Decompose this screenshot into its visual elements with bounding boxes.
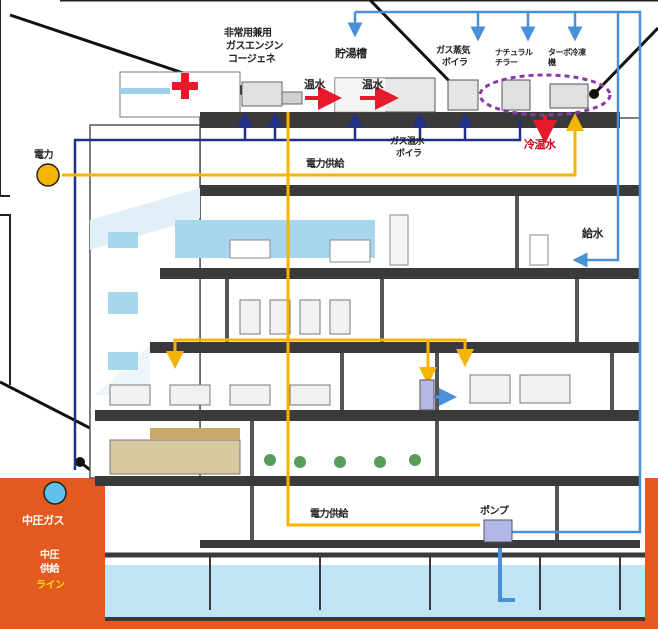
building (89, 71, 641, 548)
power-label: 電力 (34, 150, 54, 161)
hot-water-label-1: 温水 (304, 78, 326, 91)
power-supply-bottom-label: 電力供給 (310, 509, 349, 520)
cogeneration-unit (241, 81, 283, 107)
cogen-label-line2: ガスエンジン (226, 41, 284, 52)
hot-water-arrows (305, 86, 557, 144)
natural-chiller-label: ナチュラルチラー (495, 48, 533, 67)
cold-hot-water-label: 冷温水 (524, 138, 556, 151)
underground-water-tank (105, 565, 645, 617)
power-lines (62, 112, 584, 527)
power-supply-top-label: 電力供給 (306, 159, 345, 170)
pump-icon (483, 519, 513, 543)
power-source-icon (36, 163, 60, 187)
pump-label: ポンプ (480, 506, 509, 517)
gas-steam-boiler-label-line2: ボイラ (442, 58, 468, 68)
cogen-label-line3: コージェネ (228, 54, 276, 65)
gas-steam-boiler (447, 79, 479, 111)
cogen-label-line1: 非常用兼用 (224, 28, 272, 39)
medium-gas-label: 中圧ガス (22, 514, 65, 527)
gas-steam-boiler-label-line1: ガス蒸気 (436, 46, 471, 56)
rooftop-equipment (241, 73, 612, 117)
natural-chiller (501, 79, 531, 111)
turbo-chiller (549, 83, 589, 109)
water-supply-label: 給水 (582, 227, 604, 240)
gas-water-heater-label-line2: ボイラ (396, 149, 422, 159)
hot-water-label-2: 温水 (362, 78, 384, 91)
water-supply-lines (347, 10, 642, 602)
medium-pressure-line-label-2: 供給 (40, 564, 60, 575)
turbo-chiller-label: ターボ冷凍機 (548, 48, 586, 67)
storage-tank-label: 貯湯槽 (335, 47, 367, 60)
medium-pressure-line-label-1: 中圧 (40, 550, 60, 561)
medium-pressure-line-label-3: ライン (36, 580, 65, 591)
chiller-group-outline (478, 73, 612, 117)
gas-lines (73, 112, 522, 470)
gas-water-heater-label-line1: ガス温水 (390, 137, 425, 147)
gas-source-icon (43, 481, 67, 505)
